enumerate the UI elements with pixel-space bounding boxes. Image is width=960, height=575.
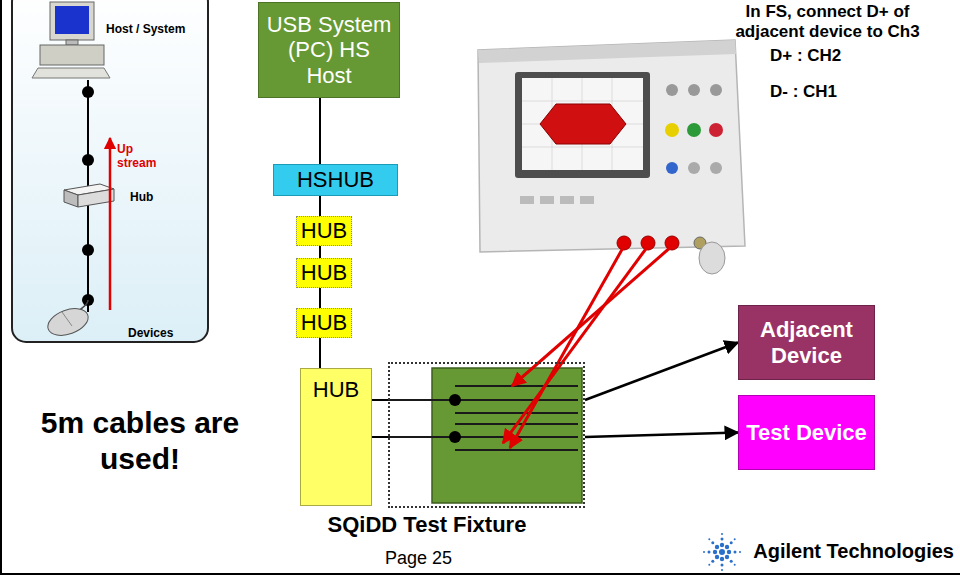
topology-panel xyxy=(12,0,208,342)
cable-line xyxy=(319,196,321,216)
fixture-board xyxy=(388,368,582,503)
device-box: Adjacent Device xyxy=(738,305,875,380)
oscilloscope xyxy=(478,40,745,274)
node-text: HUB xyxy=(301,310,347,335)
arrow-connector xyxy=(585,343,738,401)
cable-line xyxy=(319,246,321,258)
company-name: Agilent Technologies xyxy=(753,539,954,563)
topology-label: Devices xyxy=(128,326,173,340)
arrow-connector xyxy=(585,433,738,438)
eye-mask xyxy=(540,104,626,144)
cable-line xyxy=(372,436,388,438)
signal-name: D+ : CH2 xyxy=(770,46,841,66)
cable-line xyxy=(319,288,321,308)
upstream-arrow xyxy=(109,138,112,310)
node-text: HSHUB xyxy=(297,167,374,192)
hshub-box: HSHUB xyxy=(273,164,398,196)
instruction-note: In FS, connect D+ of adjacent device to … xyxy=(720,2,935,43)
topology-label: Host / System xyxy=(106,22,185,36)
scope-mouse xyxy=(699,242,725,274)
node-text: HUB xyxy=(301,218,347,243)
scope-knobs xyxy=(520,84,723,204)
cable-line xyxy=(319,338,321,368)
node-text: HUB xyxy=(313,377,359,402)
company-logo xyxy=(703,533,741,571)
device-box: Test Device xyxy=(738,395,875,470)
node-text: Adjacent Device xyxy=(745,317,868,368)
node-text: SQiDD Test Fixture xyxy=(328,512,527,537)
probe-leads xyxy=(503,246,672,448)
topology-label: Hub xyxy=(130,190,153,204)
host-box: USB System (PC) HS Host xyxy=(258,2,400,98)
node-text: HUB xyxy=(301,260,347,285)
cable-line xyxy=(372,399,388,401)
note: 5m cables are used! xyxy=(40,405,240,477)
hub-box: HUB xyxy=(296,258,352,288)
hub-box: HUB xyxy=(296,216,352,246)
hub-icon xyxy=(64,184,114,207)
mouse-icon xyxy=(44,300,92,340)
fixture-region: SQiDD Test Fixture xyxy=(388,362,585,508)
slide-frame xyxy=(0,573,960,575)
direction-label: Up stream xyxy=(117,142,169,171)
node-text: Test Device xyxy=(746,420,867,445)
pc-icon xyxy=(32,2,110,78)
page-number: Page 25 xyxy=(385,548,452,570)
cable-line xyxy=(319,98,321,164)
hub-box: HUB xyxy=(296,308,352,338)
slide-frame xyxy=(0,0,2,574)
panel-outline xyxy=(12,0,208,342)
signal-name: D- : CH1 xyxy=(770,82,837,102)
hub-box: HUB xyxy=(300,368,372,506)
node-text: USB System (PC) HS Host xyxy=(265,12,393,88)
